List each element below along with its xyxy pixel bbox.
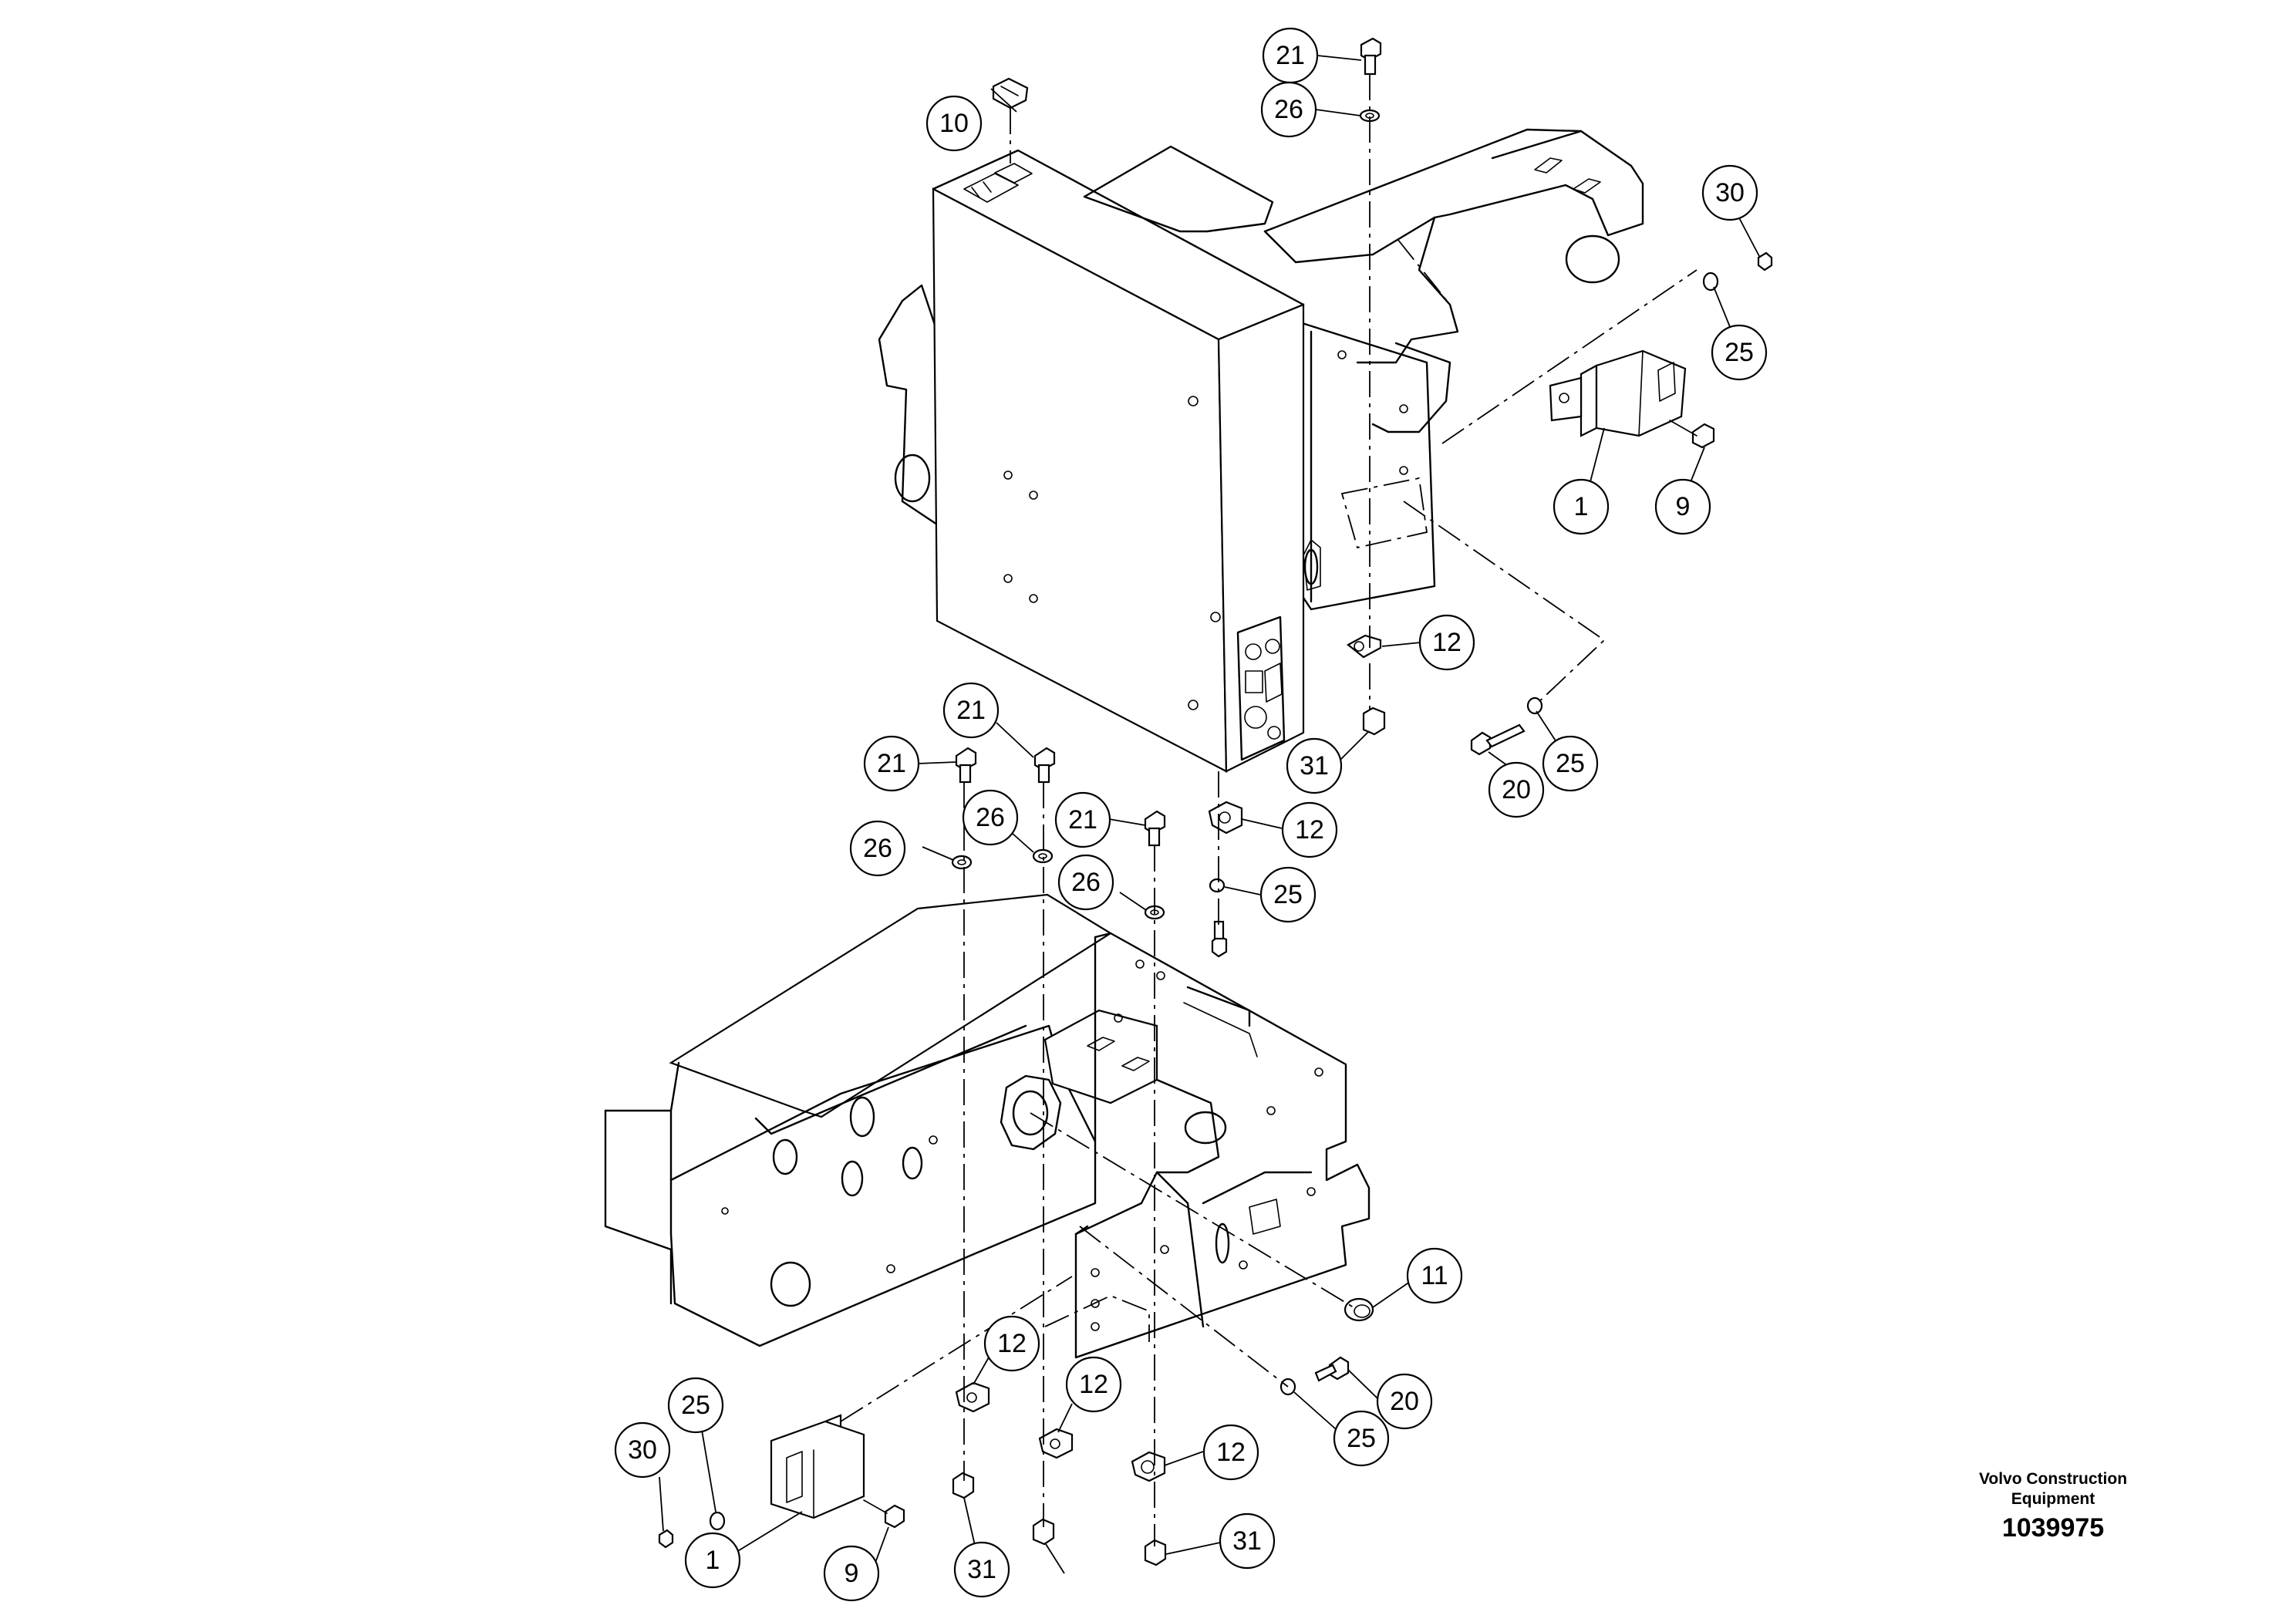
callout-10: 10	[925, 95, 983, 152]
callout-12-mid: 12	[1281, 801, 1338, 858]
callout-25-label: 25	[1347, 1424, 1376, 1453]
callout-31-upper: 31	[1286, 737, 1343, 794]
callout-9-label: 9	[1676, 492, 1691, 521]
callout-21-label: 21	[1276, 41, 1305, 70]
callout-12-lower-c: 12	[1202, 1424, 1259, 1481]
callout-20-label: 20	[1502, 775, 1531, 804]
callout-31-lower-b: 31	[1219, 1512, 1276, 1570]
assembly-lines	[840, 74, 1698, 1546]
callout-1-upper: 1	[1553, 478, 1610, 535]
callout-25-right: 25	[1542, 735, 1599, 792]
callout-21-mid-a: 21	[942, 682, 1000, 739]
callout-12-lower-a: 12	[983, 1315, 1040, 1372]
callout-31-label: 31	[1232, 1526, 1262, 1556]
callout-30-upper: 30	[1701, 164, 1758, 221]
callout-26-label: 26	[863, 834, 892, 863]
callout-31-lower-a: 31	[953, 1541, 1010, 1598]
callout-25-label: 25	[1556, 749, 1585, 778]
upper-frame-assembly	[878, 128, 1644, 773]
callout-11-label: 11	[1421, 1261, 1448, 1290]
callout-1-label: 1	[706, 1546, 720, 1575]
callout-31-label: 31	[1300, 751, 1329, 781]
callout-21-top: 21	[1262, 27, 1319, 84]
callout-26-label: 26	[1071, 868, 1101, 897]
callout-30-label: 30	[628, 1435, 657, 1465]
callout-25-label: 25	[681, 1391, 710, 1420]
callout-21-label: 21	[1068, 805, 1097, 835]
callout-21-label: 21	[877, 749, 906, 778]
callout-9-upper: 9	[1654, 478, 1711, 535]
callout-25-upper: 25	[1711, 324, 1768, 381]
callout-12-label: 12	[1432, 628, 1462, 657]
callout-11: 11	[1406, 1247, 1463, 1304]
callout-21-mid-b: 21	[863, 735, 920, 792]
callout-26-mid-a: 26	[849, 820, 906, 877]
callout-30-label: 30	[1715, 178, 1745, 207]
callout-26-mid-b: 26	[962, 789, 1019, 846]
callout-25-lower-left: 25	[667, 1377, 724, 1434]
callout-12-lower-b: 12	[1065, 1356, 1122, 1413]
callout-25-lower-right: 25	[1333, 1410, 1390, 1467]
callout-26-label: 26	[976, 803, 1005, 832]
callout-12-label: 12	[1295, 815, 1324, 845]
callout-10-label: 10	[939, 109, 969, 138]
callout-26-label: 26	[1274, 95, 1303, 124]
callout-12-label: 12	[1216, 1438, 1246, 1467]
loose-parts	[658, 37, 1773, 1566]
callout-20-label: 20	[1390, 1387, 1419, 1416]
callout-9-label: 9	[845, 1559, 859, 1588]
callout-20-lower: 20	[1376, 1373, 1433, 1430]
drawing-number: 1039975	[2001, 1513, 2105, 1543]
callout-25-label: 25	[1725, 338, 1754, 367]
brand-name: Volvo Construction	[1978, 1470, 2128, 1488]
callout-26-mid-c: 26	[1057, 854, 1114, 911]
callout-21-label: 21	[956, 696, 986, 725]
callout-30-lower: 30	[614, 1421, 671, 1479]
callout-21-mid-c: 21	[1054, 791, 1111, 848]
callout-9-lower: 9	[823, 1545, 880, 1602]
callout-26-top: 26	[1260, 81, 1317, 138]
callout-20-upper: 20	[1488, 761, 1545, 818]
callout-1-lower: 1	[684, 1532, 741, 1589]
callout-25-label: 25	[1273, 880, 1303, 909]
leader-lines	[659, 55, 1761, 1578]
callout-1-label: 1	[1574, 492, 1589, 521]
callout-12-label: 12	[997, 1329, 1027, 1358]
callout-25-mid: 25	[1259, 866, 1317, 923]
lower-frame-assembly	[604, 893, 1371, 1359]
callout-12-label: 12	[1079, 1370, 1108, 1399]
callout-12-upper: 12	[1418, 614, 1475, 671]
brand-name-line2: Equipment	[2011, 1490, 2095, 1508]
callout-31-label: 31	[967, 1555, 996, 1584]
